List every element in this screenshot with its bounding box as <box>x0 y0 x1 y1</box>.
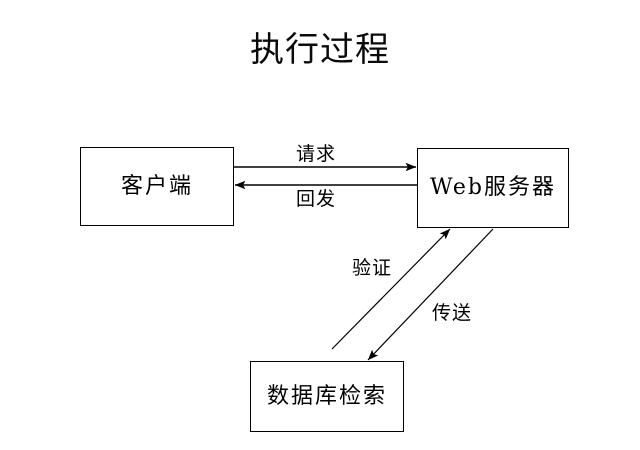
edge-label-postback: 回发 <box>296 188 337 210</box>
edge-label-request: 请求 <box>296 143 337 165</box>
edge-transmit-line <box>367 228 494 361</box>
node-web-server-label: Web服务器 <box>430 175 556 200</box>
edge-verify-line <box>331 228 451 350</box>
node-client-label: 客户端 <box>120 173 193 199</box>
node-database-label: 数据库检索 <box>266 383 387 409</box>
node-web-server[interactable]: Web服务器 <box>417 148 569 228</box>
edge-label-verify: 验证 <box>352 257 393 279</box>
page-title: 执行过程 <box>250 30 390 70</box>
node-client[interactable]: 客户端 <box>80 147 234 226</box>
node-database[interactable]: 数据库检索 <box>250 361 404 432</box>
edge-label-transmit: 传送 <box>432 302 473 324</box>
